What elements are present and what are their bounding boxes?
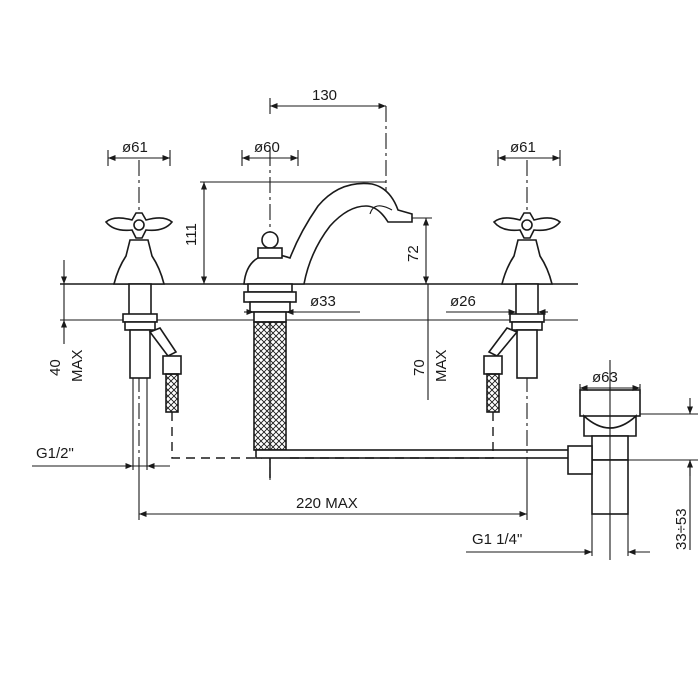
dim-deck-right-max: MAX: [433, 349, 450, 382]
dim-spout-base: ø60: [254, 139, 280, 156]
dim-deck-left-40: 40: [47, 359, 64, 376]
dim-handle-left: ø61: [122, 139, 148, 156]
right-valve: [290, 160, 562, 470]
dim-handle-right: ø61: [510, 139, 536, 156]
dim-waste-thread: G1 1/4": [472, 531, 522, 548]
dim-deck-right-70: 70: [411, 359, 428, 376]
dim-spout-reach: 130: [312, 87, 337, 104]
dim-inlet-thread: G1/2": [36, 445, 74, 462]
dim-waste-dia: ø63: [592, 369, 618, 386]
dim-outlet-height: 72: [405, 245, 422, 262]
dim-valve-tail: ø26: [450, 293, 476, 310]
left-valve: [104, 160, 262, 470]
dim-spout-height: 111: [183, 223, 200, 246]
spout-assembly: [243, 106, 577, 480]
popup-waste: [567, 360, 641, 560]
dim-waste-range: 33÷53: [673, 508, 690, 550]
dim-spread-max: 220 MAX: [296, 495, 358, 512]
dim-deck-left-max: MAX: [69, 349, 86, 382]
dim-tail-dia: ø33: [310, 293, 336, 310]
